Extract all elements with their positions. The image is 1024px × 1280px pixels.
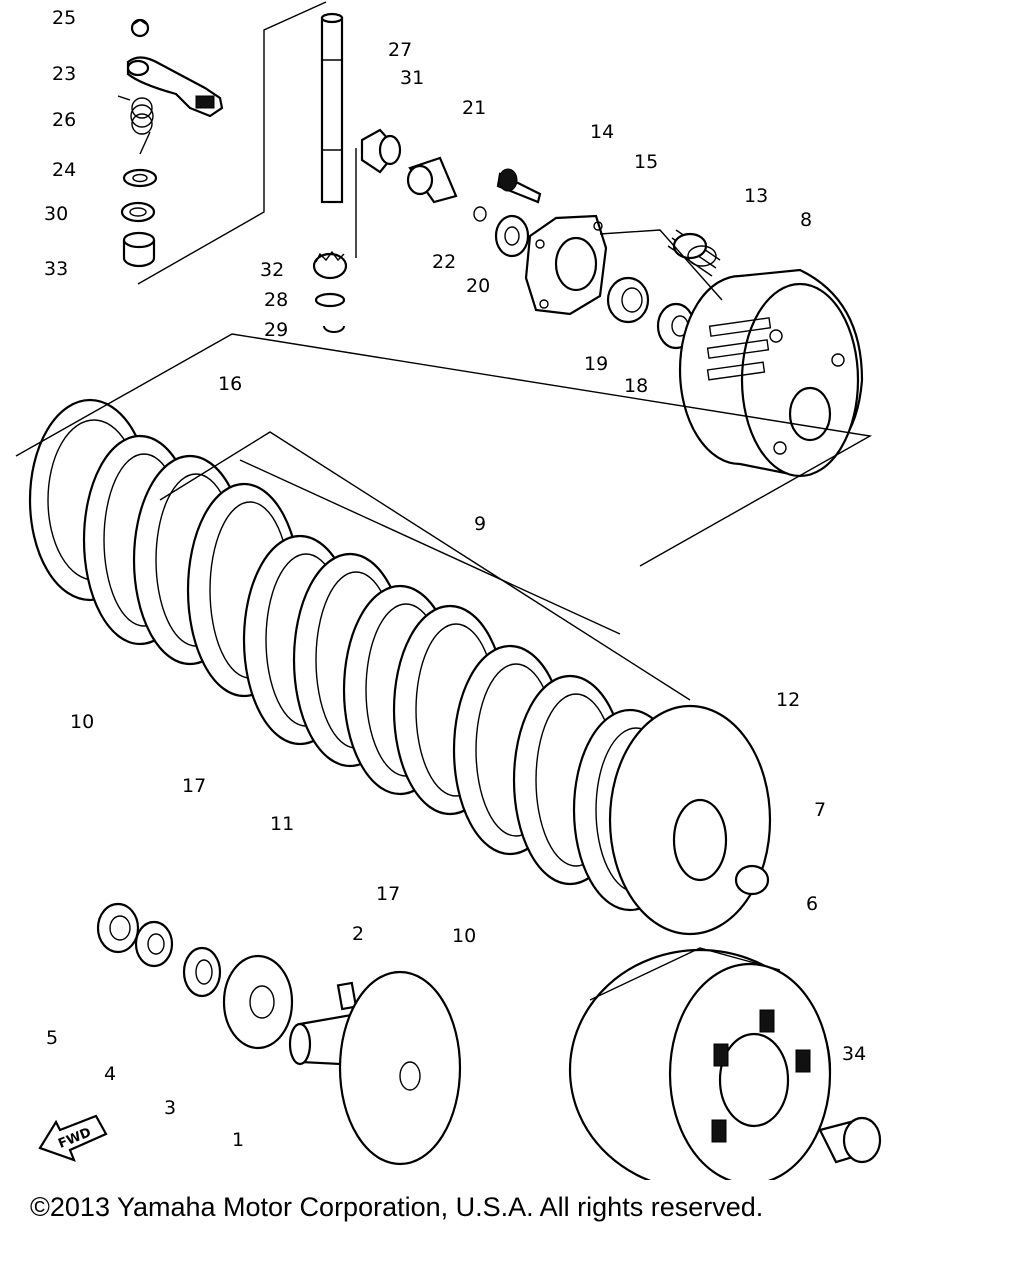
- callout-c17a: 17: [182, 775, 206, 797]
- lever-arm-23: [126, 56, 224, 118]
- bracket-lines: [15, 333, 873, 701]
- callout-c6: 6: [806, 893, 818, 915]
- pushrod-27: [320, 12, 344, 204]
- circlip-29: [323, 325, 345, 333]
- callout-c25: 25: [52, 7, 76, 29]
- gear-32: [312, 250, 348, 280]
- callout-c32: 32: [260, 259, 284, 281]
- callout-c20: 20: [466, 275, 490, 297]
- callout-c4: 4: [104, 1063, 116, 1085]
- callout-c5: 5: [46, 1027, 58, 1049]
- callout-c2: 2: [352, 923, 364, 945]
- callout-c17b: 17: [376, 883, 400, 905]
- callout-c10b: 10: [452, 925, 476, 947]
- pressure-plate-15: [524, 214, 608, 316]
- callout-c3: 3: [164, 1097, 176, 1119]
- washer-24: [122, 168, 158, 188]
- plate-7: [734, 864, 770, 896]
- callout-c9: 9: [474, 513, 486, 535]
- washer-28: [314, 292, 346, 308]
- pressure-disc-12: [608, 704, 772, 936]
- o-ring-22: [473, 206, 487, 222]
- group-bracket-line: [137, 1, 327, 285]
- callout-c23: 23: [52, 63, 76, 85]
- callout-c14: 14: [590, 121, 614, 143]
- callout-c29: 29: [264, 319, 288, 341]
- callout-c31: 31: [400, 67, 424, 89]
- callout-c19: 19: [584, 353, 608, 375]
- clutch-boss-8: [678, 268, 864, 478]
- callout-c8: 8: [800, 209, 812, 231]
- callout-c21: 21: [462, 97, 486, 119]
- callout-c1: 1: [232, 1129, 244, 1151]
- callout-c28: 28: [264, 289, 288, 311]
- callout-c30: 30: [44, 203, 68, 225]
- clutch-plate-stack: [28, 398, 688, 912]
- exploded-view-drawing: FWD 252326243033273121141513822203228291…: [15, 1, 882, 1180]
- gear-1: [222, 954, 294, 1050]
- screw-14: [496, 168, 542, 204]
- callout-c10a: 10: [70, 711, 94, 733]
- callout-labels: 2523262430332731211415138222032282919181…: [44, 7, 866, 1151]
- key-2: [336, 981, 358, 1011]
- collar-33: [122, 231, 156, 268]
- washer-4: [134, 920, 174, 968]
- callout-c18: 18: [624, 375, 648, 397]
- callout-c22: 22: [432, 251, 456, 273]
- boss-leader: [599, 229, 723, 301]
- copyright-notice: ©2013 Yamaha Motor Corporation, U.S.A. A…: [30, 1192, 764, 1222]
- callout-c11: 11: [270, 813, 294, 835]
- washer-3: [182, 946, 222, 998]
- callout-c15: 15: [634, 151, 658, 173]
- circlip-25: [130, 18, 150, 38]
- fwd-arrow: FWD: [38, 1114, 108, 1162]
- spring-26: [117, 95, 154, 155]
- callout-c7: 7: [814, 799, 826, 821]
- washer-30: [120, 201, 156, 223]
- spacer-34: [818, 1116, 882, 1164]
- callout-c26: 26: [52, 109, 76, 131]
- shaft-and-disc: [288, 970, 462, 1166]
- nut-5: [96, 902, 140, 954]
- callout-c16: 16: [218, 373, 242, 395]
- primary-driven-gear-6: [568, 948, 832, 1180]
- push-rod-21: [406, 156, 458, 204]
- callout-c12: 12: [776, 689, 800, 711]
- callout-c27: 27: [388, 39, 412, 61]
- callout-c34: 34: [842, 1043, 866, 1065]
- gear-bracket-line: [589, 947, 781, 1001]
- pinion-31: [360, 128, 402, 174]
- nut-19: [606, 276, 650, 324]
- callout-c33: 33: [44, 258, 68, 280]
- callout-c24: 24: [52, 159, 76, 181]
- callout-c13: 13: [744, 185, 768, 207]
- bearing-20: [494, 214, 530, 258]
